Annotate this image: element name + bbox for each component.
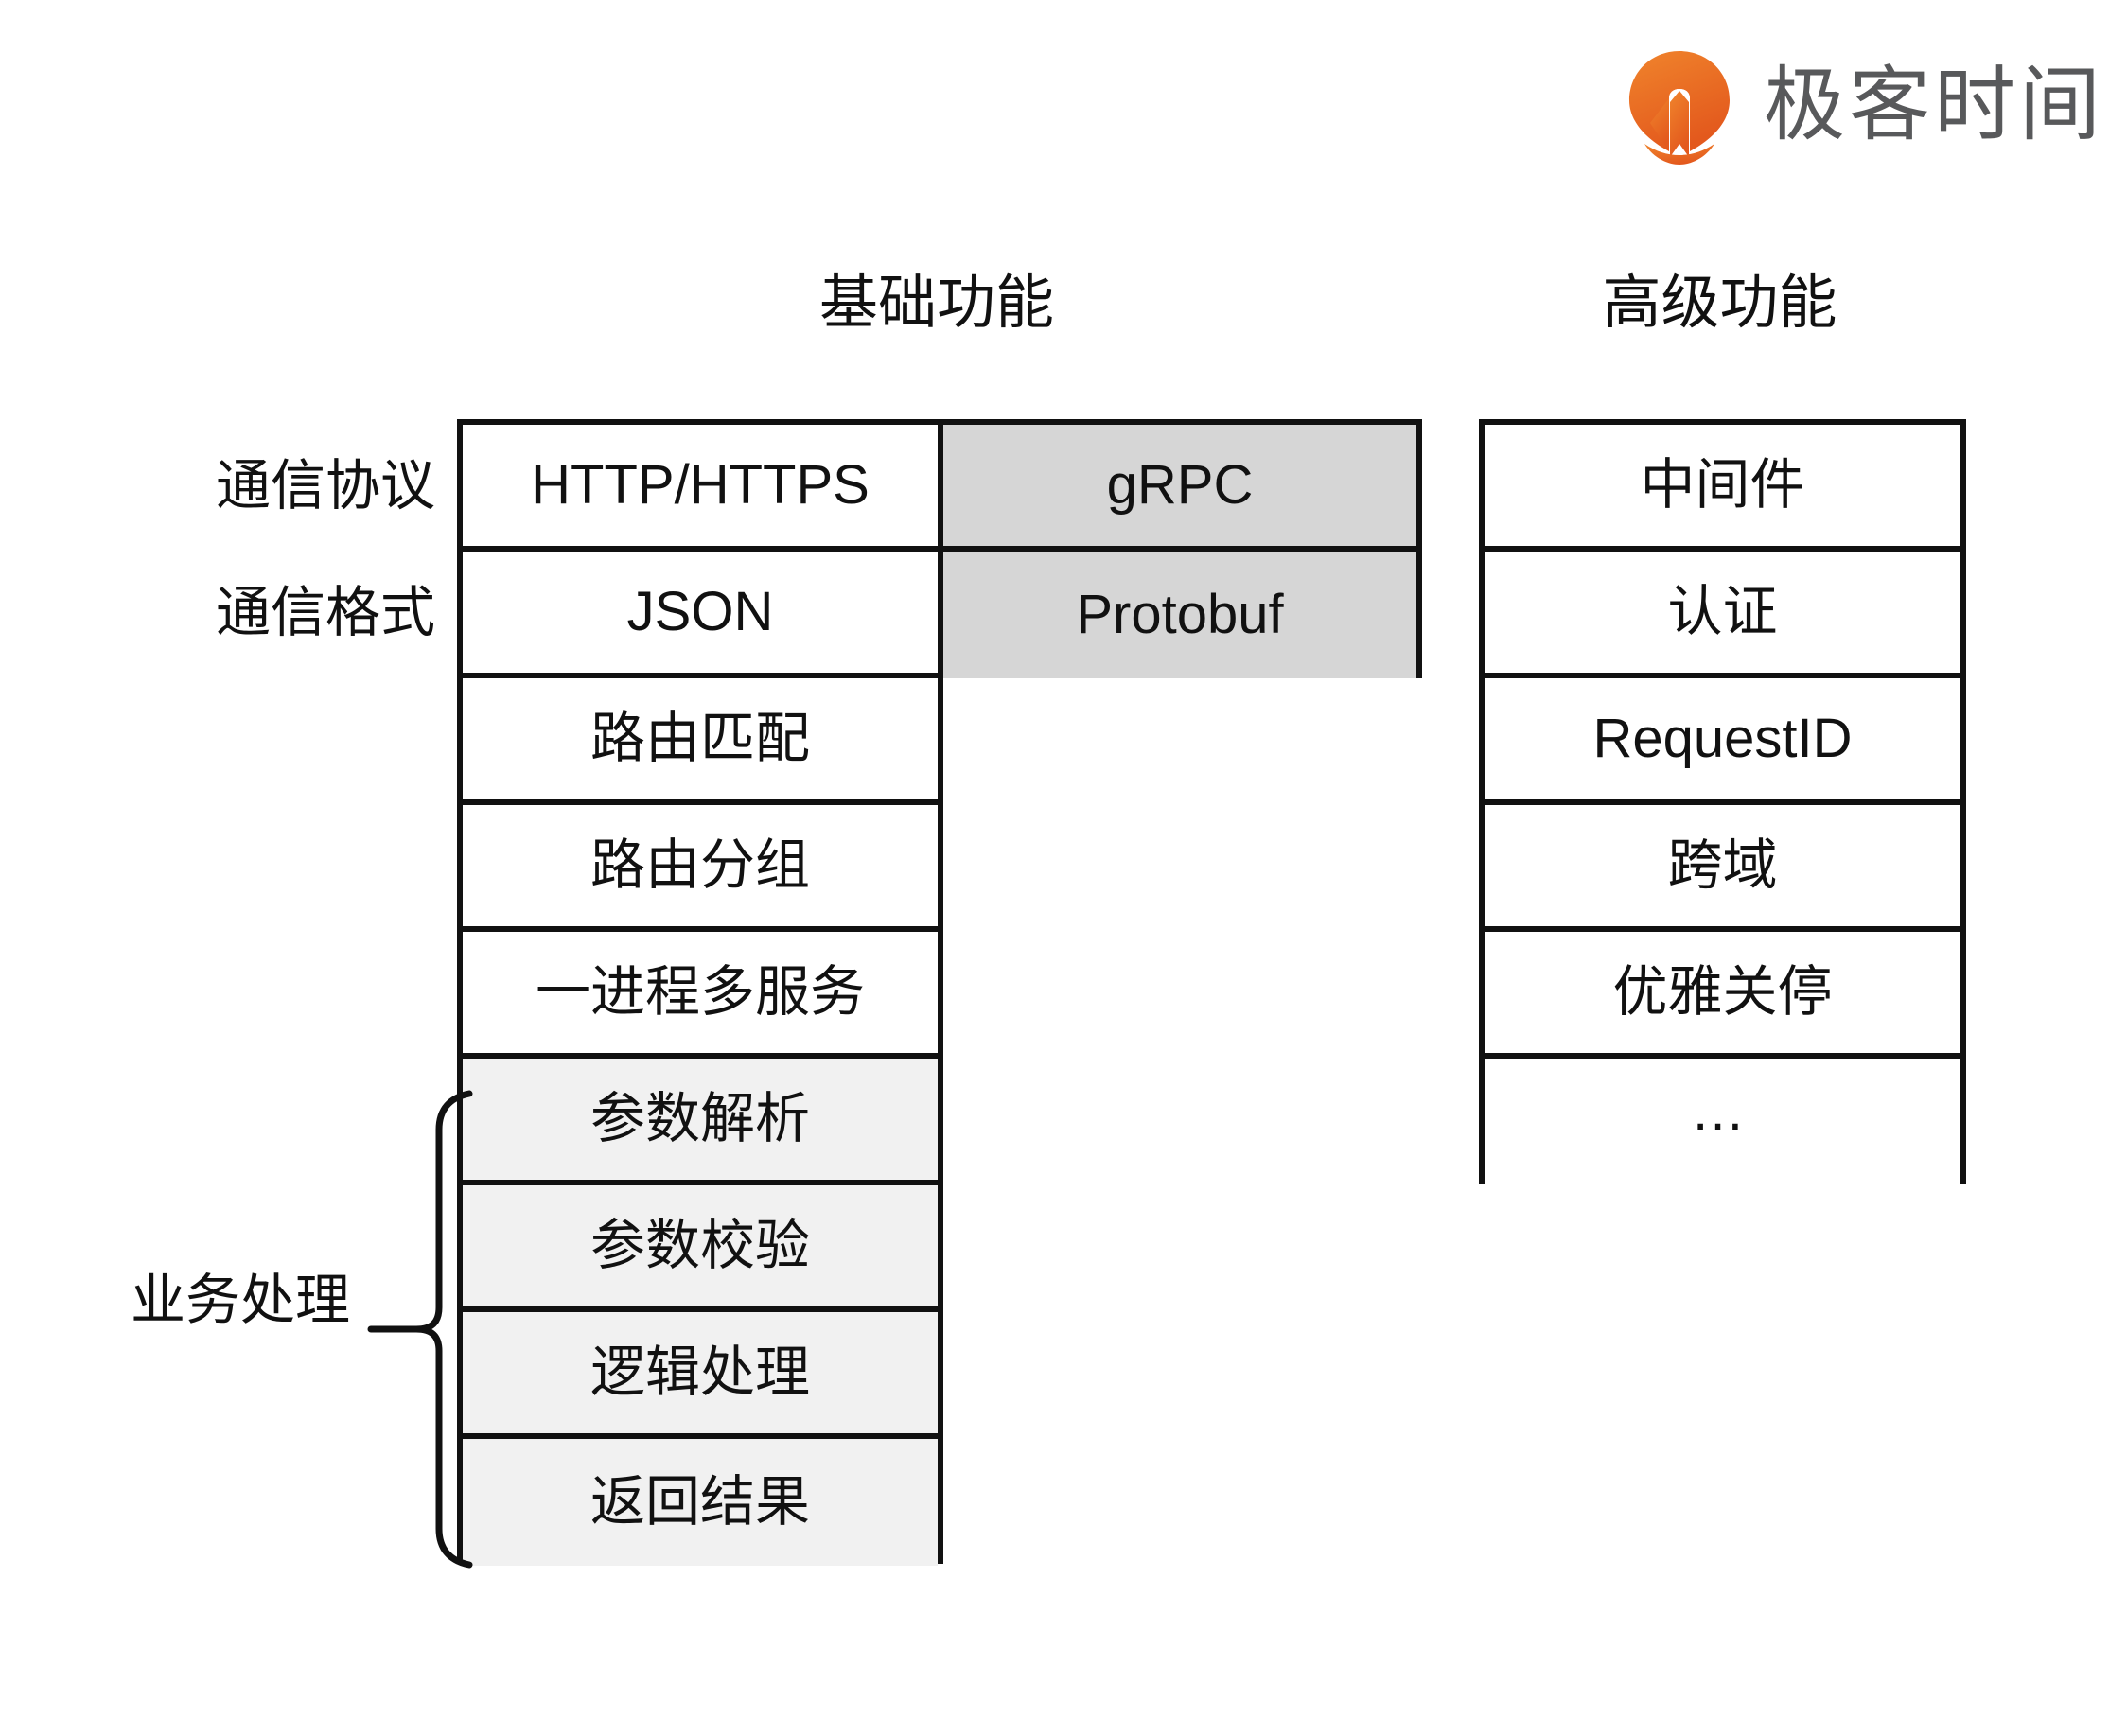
table-row: RequestID (1485, 678, 1960, 805)
table-row: 优雅关停 (1485, 932, 1960, 1059)
table-row: 参数校验 (463, 1185, 938, 1312)
table-row: 一进程多服务 (463, 932, 938, 1059)
business-processing-group: 业务处理 (57, 1088, 473, 1570)
table-row: 认证 (1485, 552, 1960, 678)
business-processing-label: 业务处理 (130, 1270, 350, 1331)
geektime-pin-icon (1629, 51, 1730, 165)
brand-logo: 极客时间 (1620, 45, 2104, 165)
table-advanced-features: 中间件 认证 RequestID 跨域 优雅关停 … (1479, 419, 1966, 1185)
table-row: JSON (463, 552, 938, 678)
table-row: 中间件 (1485, 425, 1960, 552)
table-row: 路由分组 (463, 805, 938, 932)
column-header-basic: 基础功能 (818, 271, 1054, 336)
row-label-communication-protocol: 通信协议 (215, 455, 435, 517)
table-row: … (1485, 1059, 1960, 1185)
table-row: Protobuf (943, 552, 1416, 678)
table-basic-features-left: HTTP/HTTPS JSON 路由匹配 路由分组 一进程多服务 参数解析 参数… (457, 419, 943, 1566)
curly-brace-icon (367, 1090, 473, 1569)
table-row: 参数解析 (463, 1059, 938, 1185)
row-label-communication-format: 通信格式 (215, 582, 435, 643)
table-row: 逻辑处理 (463, 1312, 938, 1439)
column-header-advanced: 高级功能 (1602, 271, 1837, 336)
table-basic-features-right: gRPC Protobuf (938, 419, 1422, 678)
table-row: 路由匹配 (463, 678, 938, 805)
table-row: 跨域 (1485, 805, 1960, 932)
table-row: HTTP/HTTPS (463, 425, 938, 552)
table-row: 返回结果 (463, 1439, 938, 1566)
table-row: gRPC (943, 425, 1416, 552)
logo-wordmark: 极客时间 (1764, 60, 2104, 150)
